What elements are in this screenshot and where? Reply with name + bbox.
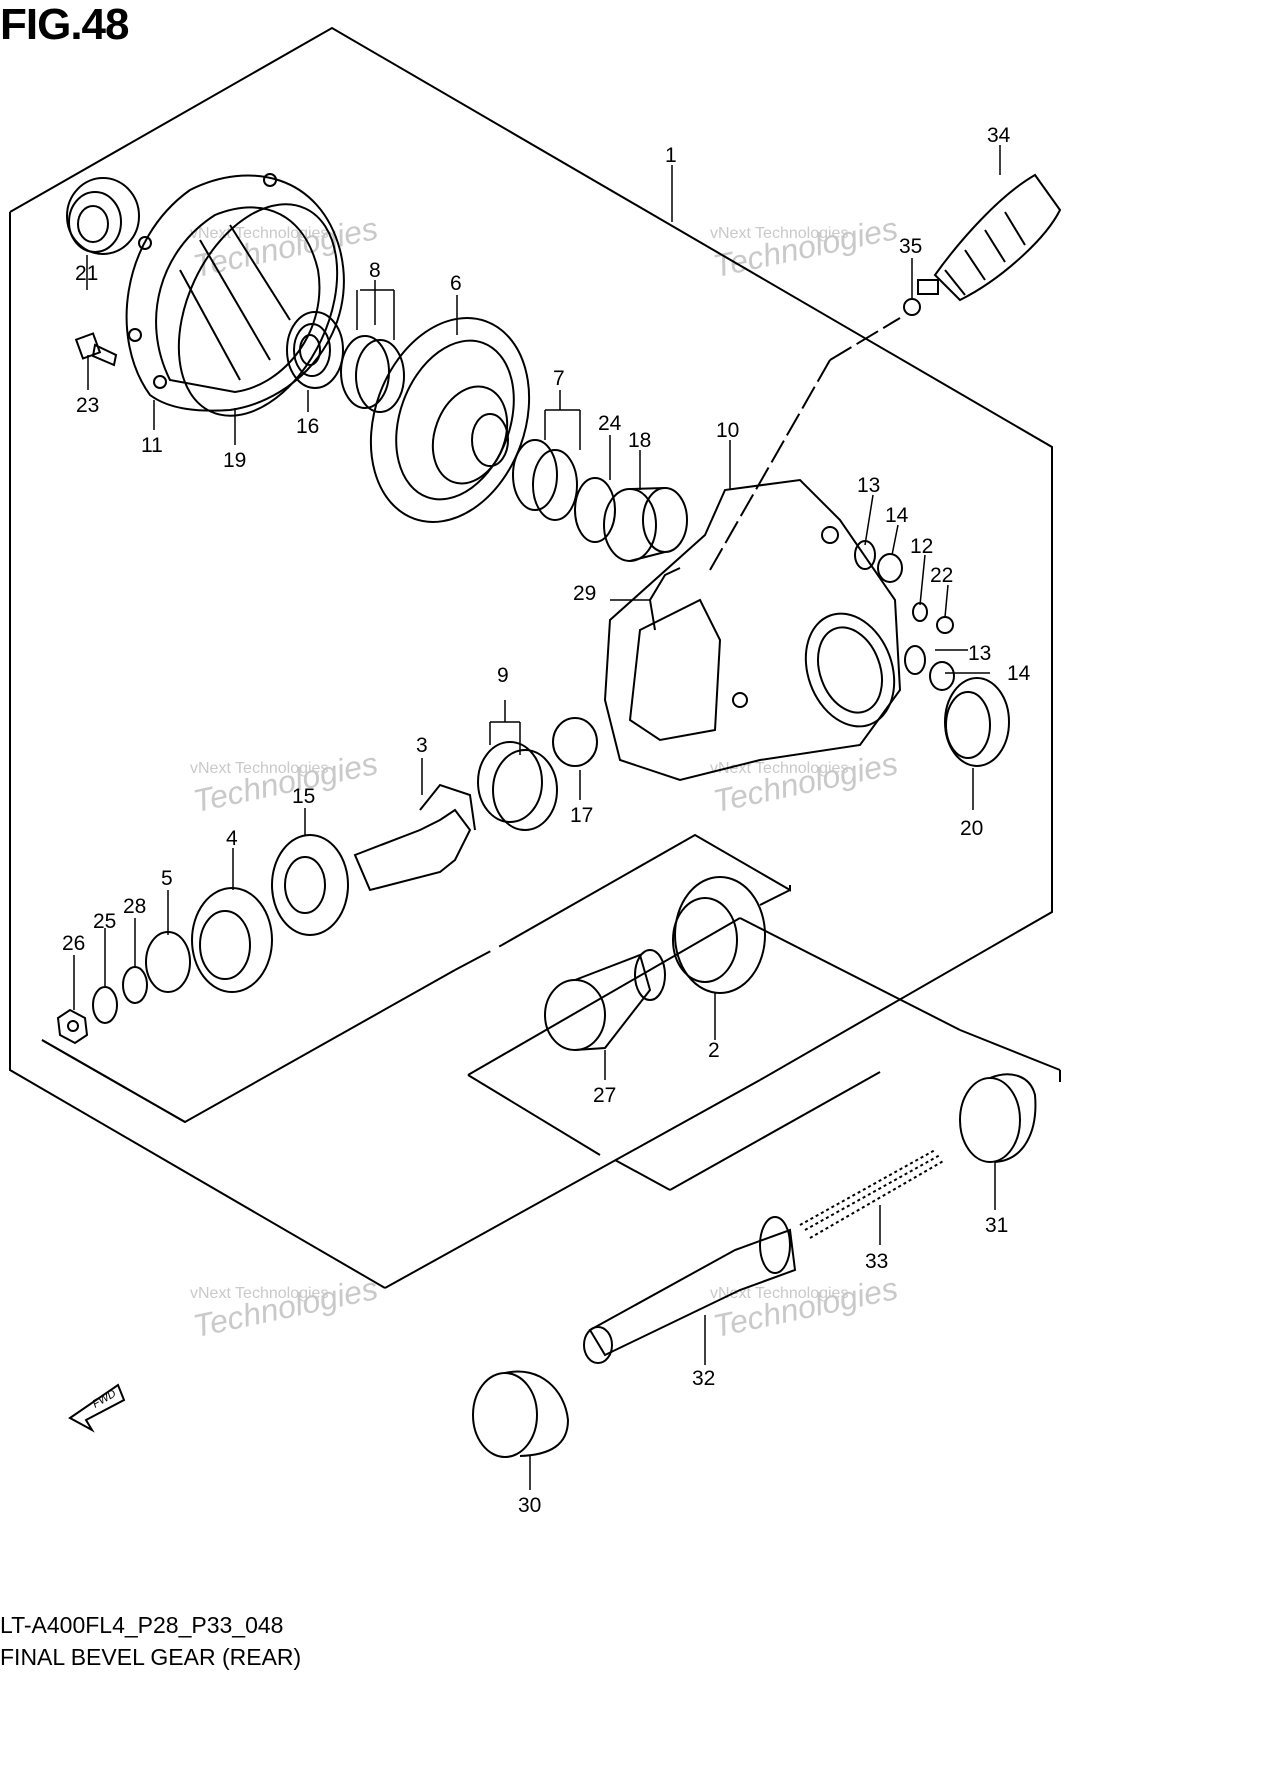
callout-35: 35 [899, 235, 922, 258]
callout-13b: 13 [968, 642, 991, 665]
callout-26: 26 [62, 932, 85, 955]
callout-1: 1 [665, 144, 677, 167]
part-23-bolt [74, 332, 118, 367]
part-21-oil-seal [66, 177, 140, 255]
callout-21: 21 [75, 262, 98, 285]
fwd-arrow-icon: FWD [68, 1383, 126, 1433]
figure-label: FIG.48 [0, 0, 129, 49]
part-14-plug [877, 553, 903, 583]
part-28-washer [122, 966, 148, 1004]
callout-34: 34 [987, 124, 1011, 147]
part-10-gear-case [603, 478, 902, 782]
part-18-bearing [603, 487, 688, 562]
pinion-boundary [41, 969, 456, 1124]
callout-19: 19 [223, 449, 246, 472]
part-12-washer [912, 602, 928, 622]
callout-23: 23 [76, 394, 99, 417]
callout-28: 28 [123, 895, 146, 918]
part-15-bearing [271, 834, 349, 936]
callout-18: 18 [628, 429, 651, 452]
part-5-spacer [145, 931, 191, 993]
callout-2: 2 [708, 1039, 720, 1062]
callout-33: 33 [865, 1250, 888, 1273]
callout-6: 6 [450, 272, 462, 295]
assembly-boundary [9, 26, 1053, 1081]
callout-20: 20 [960, 817, 983, 840]
part-2-oil-seal [672, 876, 766, 994]
part-7-shims [512, 439, 578, 521]
part-34-boot [917, 173, 1062, 302]
callout-27: 27 [593, 1084, 616, 1107]
part-16-bearing [286, 311, 344, 389]
callout-14: 14 [885, 504, 909, 527]
callout-15: 15 [292, 785, 315, 808]
callout-3: 3 [416, 734, 428, 757]
callouts: 1 2 3 4 5 6 7 8 9 10 11 12 13 13 14 14 1… [62, 124, 1031, 1517]
leader-lines [73, 145, 1001, 1490]
callout-17: 17 [570, 804, 593, 827]
callout-25: 25 [93, 910, 116, 933]
callout-16: 16 [296, 415, 319, 438]
callout-7: 7 [553, 367, 565, 390]
callout-9: 9 [497, 664, 509, 687]
callout-22: 22 [930, 564, 953, 587]
part-6-ring-gear [369, 317, 531, 523]
footer-title: FINAL BEVEL GEAR (REAR) [0, 1644, 302, 1670]
part-4-bearing [191, 887, 273, 993]
part-9-shims [477, 741, 558, 831]
callout-30: 30 [518, 1494, 541, 1517]
part-29-breather-pipe [648, 567, 681, 631]
callout-24: 24 [598, 412, 622, 435]
callout-4: 4 [226, 827, 238, 850]
part-8-shims [340, 335, 405, 413]
part-17-bearing [552, 717, 598, 767]
part-25-washer [92, 986, 118, 1024]
part-22-bolt [936, 616, 954, 634]
part-26-nut [56, 1008, 89, 1045]
callout-5: 5 [161, 867, 173, 890]
part-14-plug [929, 661, 955, 691]
part-32-drive-shaft [583, 1216, 797, 1364]
part-24-ring [574, 477, 616, 543]
callout-29: 29 [573, 582, 596, 605]
callout-8: 8 [369, 259, 381, 282]
part-13-washer [904, 645, 926, 675]
part-27-coupling [544, 949, 666, 1051]
part-3-pinion-gear [353, 783, 476, 892]
part-30-cap [472, 1370, 570, 1458]
assembly-boundary [9, 212, 386, 1289]
callout-31: 31 [985, 1214, 1008, 1237]
shaft-boundary [467, 917, 741, 1076]
callout-32: 32 [692, 1367, 715, 1390]
callout-12: 12 [910, 535, 933, 558]
part-19-o-ring [177, 203, 339, 417]
part-33-spring [799, 1149, 946, 1239]
callout-10: 10 [716, 419, 739, 442]
callout-13: 13 [857, 474, 880, 497]
part-20-oil-seal [944, 677, 1010, 767]
callout-11: 11 [141, 434, 163, 457]
footer-code: LT-A400FL4_P28_P33_048 [0, 1612, 284, 1638]
callout-14b: 14 [1007, 662, 1031, 685]
part-35-clamp [903, 298, 921, 316]
part-31-cap [959, 1073, 1037, 1163]
